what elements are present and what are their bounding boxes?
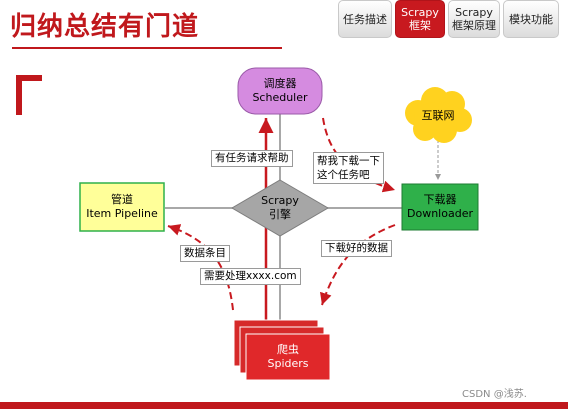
scheduler-label-en: Scheduler — [252, 91, 308, 104]
downloader-node — [401, 183, 479, 231]
spiders-node — [233, 319, 331, 381]
watermark: CSDN @浅苏. — [462, 389, 527, 400]
engine-label-en: Scrapy — [261, 194, 299, 207]
engine-node — [231, 179, 329, 237]
tab-label-line2: 框架 — [409, 19, 431, 32]
tab-scrapy-framework[interactable]: Scrapy 框架 — [395, 0, 445, 38]
scheduler-label: 调度器 Scheduler — [238, 68, 322, 114]
internet-label: 互联网 — [412, 104, 464, 128]
arrow-downloader-to-spiders — [320, 224, 396, 306]
label-downloaded-data: 下载好的数据 — [321, 240, 392, 257]
downloader-label: 下载器 Downloader — [402, 184, 478, 230]
spiders-label-cn: 爬虫 — [277, 343, 299, 356]
tab-label: 任务描述 — [343, 12, 387, 26]
tab-label: Scrapy — [401, 6, 439, 19]
label-data-items: 数据条目 — [180, 245, 230, 262]
label-please-download: 帮我下载一下 这个任务吧 — [313, 152, 384, 184]
slide-title: 归纳总结有门道 — [10, 12, 200, 42]
bottom-bar — [0, 402, 568, 409]
downloader-label-en: Downloader — [407, 207, 473, 220]
corner-bracket-decoration — [16, 75, 42, 115]
tab-label: Scrapy — [455, 6, 493, 19]
engine-label: Scrapy 引擎 — [248, 190, 312, 226]
scheduler-label-cn: 调度器 — [263, 77, 297, 90]
label-please-download-line2: 这个任务吧 — [317, 169, 370, 181]
scheduler-node — [237, 67, 323, 115]
tab-label-line2: 框架原理 — [452, 19, 496, 32]
pipeline-label-cn: 管道 — [111, 193, 133, 206]
tab-module-functions[interactable]: 模块功能 — [503, 0, 559, 38]
downloader-label-cn: 下载器 — [423, 193, 457, 206]
tab-task-description[interactable]: 任务描述 — [338, 0, 392, 38]
internet-cloud-icon — [405, 87, 472, 143]
internet-label-text: 互联网 — [421, 109, 455, 122]
spiders-label: 爬虫 Spiders — [246, 334, 330, 380]
label-request-help: 有任务请求帮助 — [211, 150, 293, 167]
tab-scrapy-principle[interactable]: Scrapy 框架原理 — [448, 0, 500, 38]
label-please-download-line1: 帮我下载一下 — [317, 155, 380, 167]
pipeline-node — [79, 182, 165, 232]
title-divider — [12, 47, 282, 49]
engine-label-cn: 引擎 — [269, 208, 291, 221]
tab-label: 模块功能 — [509, 12, 553, 26]
label-needs-processing: 需要处理xxxx.com — [200, 268, 301, 285]
pipeline-label: 管道 Item Pipeline — [80, 183, 164, 231]
spiders-label-en: Spiders — [267, 357, 309, 370]
pipeline-label-en: Item Pipeline — [86, 207, 158, 220]
nav-tabs: 任务描述 Scrapy 框架 Scrapy 框架原理 模块功能 — [338, 0, 559, 40]
